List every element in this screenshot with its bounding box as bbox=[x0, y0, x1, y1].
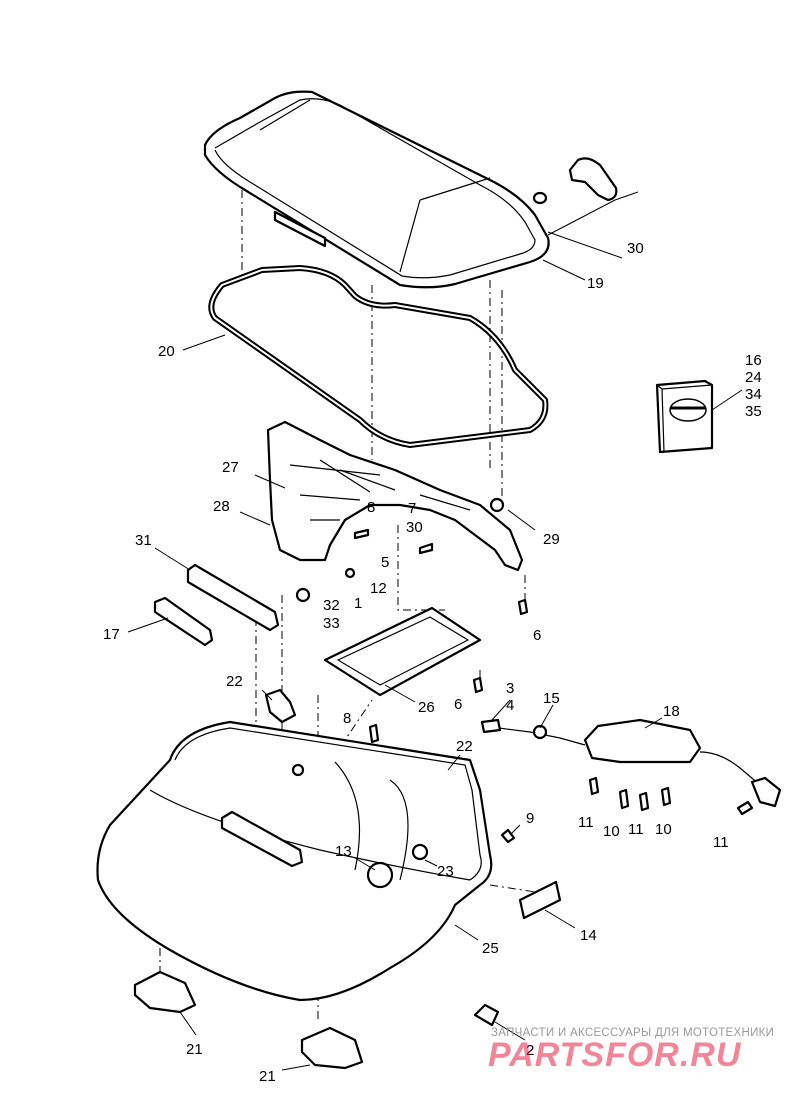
lid-latch-part bbox=[532, 157, 639, 259]
callout-34: 34 bbox=[745, 386, 762, 403]
callout-11: 11 bbox=[713, 834, 729, 851]
callout-7: 7 bbox=[408, 500, 416, 517]
callout-4: 4 bbox=[506, 697, 514, 714]
callout-16: 16 bbox=[745, 352, 762, 369]
callout-10: 10 bbox=[603, 823, 620, 840]
watermark-logo: PARTSFOR.RU bbox=[488, 1036, 742, 1074]
plate-part bbox=[323, 606, 482, 697]
callout-28: 28 bbox=[213, 498, 230, 515]
callout-11: 11 bbox=[628, 821, 644, 838]
callout-26: 26 bbox=[418, 699, 435, 716]
callout-2: 2 bbox=[526, 1042, 534, 1059]
callout-32: 32 bbox=[323, 597, 340, 614]
callout-22: 22 bbox=[456, 738, 473, 755]
callout-31: 31 bbox=[135, 532, 152, 549]
callout-8: 8 bbox=[343, 710, 351, 727]
callout-11: 11 bbox=[578, 814, 594, 831]
callout-20: 20 bbox=[158, 343, 175, 360]
callout-29: 29 bbox=[543, 531, 560, 548]
callout-22: 22 bbox=[226, 673, 243, 690]
callout-23: 23 bbox=[437, 863, 454, 880]
callout-10: 10 bbox=[655, 821, 672, 838]
leader-lines bbox=[127, 259, 663, 1071]
seal-part bbox=[208, 265, 549, 448]
callout-17: 17 bbox=[103, 626, 120, 643]
callout-9: 9 bbox=[526, 810, 534, 827]
mount-parts bbox=[133, 970, 364, 1070]
callout-6: 6 bbox=[454, 696, 462, 713]
callout-21: 21 bbox=[186, 1041, 203, 1058]
callout-labels: 30 19 20 16 24 34 35 27 28 8 7 30 29 5 1… bbox=[103, 240, 762, 1085]
callout-30: 30 bbox=[627, 240, 644, 257]
callout-14: 14 bbox=[580, 927, 597, 944]
trim-parts bbox=[153, 563, 280, 647]
callout-33: 33 bbox=[323, 615, 340, 632]
callout-24: 24 bbox=[745, 369, 762, 386]
callout-25: 25 bbox=[482, 940, 499, 957]
saddlebag-body-part bbox=[96, 720, 493, 1002]
callout-27: 27 bbox=[222, 459, 239, 476]
callout-18: 18 bbox=[663, 703, 680, 720]
bracket-part bbox=[266, 420, 524, 572]
kit-box-part bbox=[655, 379, 743, 454]
callout-30: 30 bbox=[406, 519, 423, 536]
callout-15: 15 bbox=[543, 690, 560, 707]
callout-8: 8 bbox=[367, 499, 375, 516]
lid-part bbox=[203, 90, 550, 289]
callout-6: 6 bbox=[533, 627, 541, 644]
callout-35: 35 bbox=[745, 403, 762, 420]
small-clip-part bbox=[473, 1003, 500, 1027]
callout-12: 12 bbox=[370, 580, 387, 597]
callout-5: 5 bbox=[381, 554, 389, 571]
watermark-caption: ЗАПЧАСТИ И АКСЕССУАРЫ ДЛЯ МОТОТЕХНИКИ bbox=[491, 1027, 775, 1039]
callout-3: 3 bbox=[506, 680, 514, 697]
callout-13: 13 bbox=[335, 843, 352, 860]
callout-19: 19 bbox=[587, 275, 604, 292]
label-plate-part bbox=[518, 880, 562, 920]
callout-1: 1 bbox=[354, 595, 362, 612]
callout-21: 21 bbox=[259, 1068, 276, 1085]
cable-assembly-part bbox=[480, 718, 782, 808]
